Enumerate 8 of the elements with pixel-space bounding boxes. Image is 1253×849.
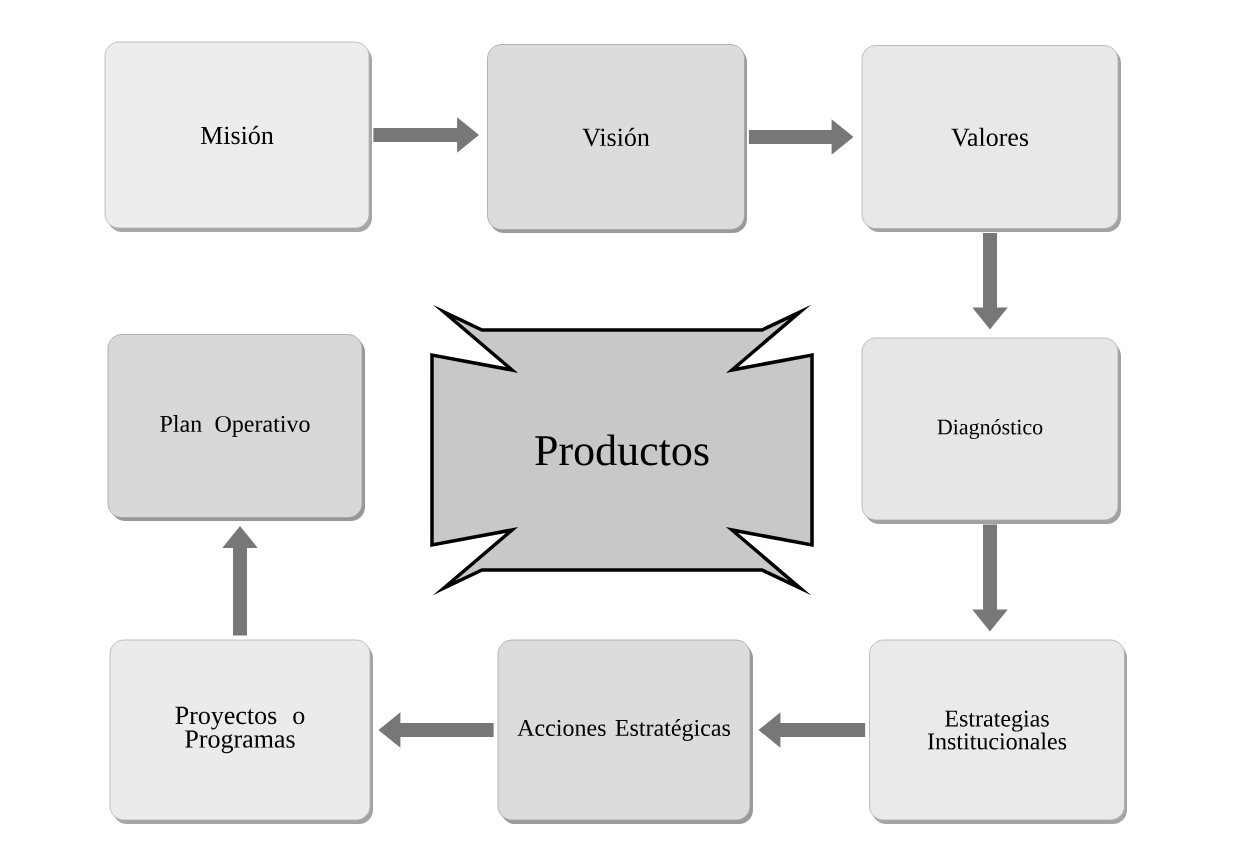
process-box: Estrategias Institucionales bbox=[869, 639, 1127, 824]
process-box: Misión bbox=[104, 41, 372, 232]
process-box: Valores bbox=[861, 45, 1121, 232]
process-box: Acciones Estratégicas bbox=[497, 639, 753, 824]
process-box: Plan Operativo bbox=[107, 334, 365, 521]
process-box: Visión bbox=[487, 44, 747, 233]
process-box: Proyectos o Programas bbox=[109, 639, 373, 824]
process-box: Diagnóstico bbox=[861, 337, 1121, 524]
